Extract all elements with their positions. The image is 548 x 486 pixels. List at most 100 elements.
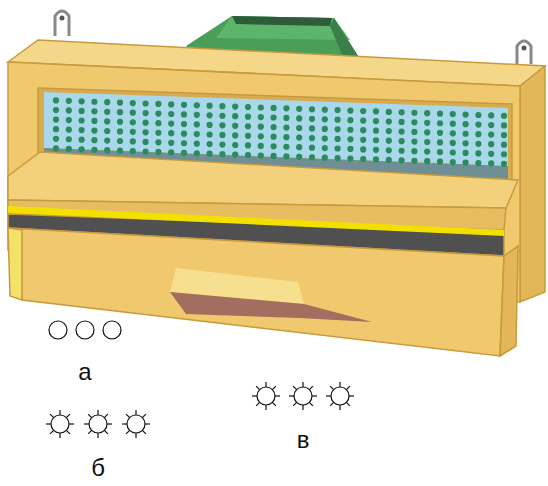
- hole: [322, 135, 328, 141]
- spiked-circle-symbol: [127, 415, 145, 433]
- hole: [283, 105, 289, 111]
- hole: [347, 117, 353, 123]
- hole: [450, 159, 456, 165]
- hole: [450, 111, 456, 117]
- hole: [296, 106, 302, 112]
- spike: [252, 395, 257, 396]
- hole: [335, 107, 341, 113]
- symbol-label: а: [78, 360, 91, 384]
- hole: [117, 138, 123, 144]
- spike: [272, 386, 276, 390]
- hole: [347, 107, 353, 113]
- hole: [360, 118, 366, 124]
- spike: [46, 423, 51, 424]
- hole: [66, 136, 72, 142]
- hole: [437, 120, 443, 126]
- hole: [168, 140, 174, 146]
- hole: [91, 99, 97, 105]
- hole: [219, 151, 225, 157]
- hole: [155, 130, 161, 136]
- hole: [232, 113, 238, 119]
- hole: [219, 103, 225, 109]
- spike: [289, 395, 294, 396]
- spike: [256, 386, 260, 390]
- hole: [117, 148, 123, 154]
- hole: [283, 144, 289, 150]
- hole: [207, 151, 213, 157]
- hole: [386, 157, 392, 163]
- hole: [104, 137, 110, 143]
- hole: [258, 143, 264, 149]
- spike: [265, 382, 266, 387]
- hole: [271, 153, 277, 159]
- hole: [245, 142, 251, 148]
- hole: [168, 149, 174, 155]
- spike: [126, 414, 130, 418]
- hole: [475, 112, 481, 118]
- hole: [143, 129, 149, 135]
- hole: [296, 154, 302, 160]
- hole: [117, 119, 123, 125]
- hole: [79, 127, 85, 133]
- hole: [309, 135, 315, 141]
- hole: [411, 138, 417, 144]
- spiked-circle-symbol: [89, 415, 107, 433]
- hole: [373, 118, 379, 124]
- hole: [155, 139, 161, 145]
- hole: [322, 107, 328, 113]
- hole: [194, 112, 200, 118]
- hole: [91, 147, 97, 153]
- hole: [335, 136, 341, 142]
- hole: [309, 145, 315, 151]
- hole: [450, 140, 456, 146]
- hole: [53, 117, 59, 123]
- hole: [91, 118, 97, 124]
- hole: [79, 108, 85, 114]
- hole: [360, 156, 366, 162]
- hole: [155, 101, 161, 107]
- hole: [309, 116, 315, 122]
- spike: [309, 402, 313, 406]
- hole: [271, 124, 277, 130]
- spike: [275, 395, 280, 396]
- hole: [181, 121, 187, 127]
- hole: [399, 157, 405, 163]
- hole: [53, 136, 59, 142]
- hole: [347, 146, 353, 152]
- hole: [91, 127, 97, 133]
- hole: [91, 108, 97, 114]
- hole: [181, 102, 187, 108]
- hole: [53, 126, 59, 132]
- hole: [488, 160, 494, 166]
- spike: [88, 430, 92, 434]
- hole: [130, 110, 136, 116]
- symbol-group: [46, 321, 354, 438]
- hole: [335, 145, 341, 151]
- hole: [488, 132, 494, 138]
- hole: [207, 131, 213, 137]
- hole: [373, 108, 379, 114]
- hole: [283, 134, 289, 140]
- spike: [104, 414, 108, 418]
- hole: [143, 100, 149, 106]
- hole: [424, 129, 430, 135]
- spike: [339, 405, 340, 410]
- hole: [104, 109, 110, 115]
- hole: [168, 111, 174, 117]
- hole: [386, 147, 392, 153]
- hole: [347, 136, 353, 142]
- hole: [463, 121, 469, 127]
- hole: [309, 106, 315, 112]
- spike: [59, 410, 60, 415]
- hole: [296, 115, 302, 121]
- hole: [360, 127, 366, 133]
- hole: [232, 123, 238, 129]
- hole: [207, 112, 213, 118]
- hole: [155, 110, 161, 116]
- hole: [437, 111, 443, 117]
- hole: [79, 146, 85, 152]
- spike: [272, 402, 276, 406]
- symbol-label: в: [297, 428, 310, 452]
- hole: [488, 122, 494, 128]
- hole: [117, 100, 123, 106]
